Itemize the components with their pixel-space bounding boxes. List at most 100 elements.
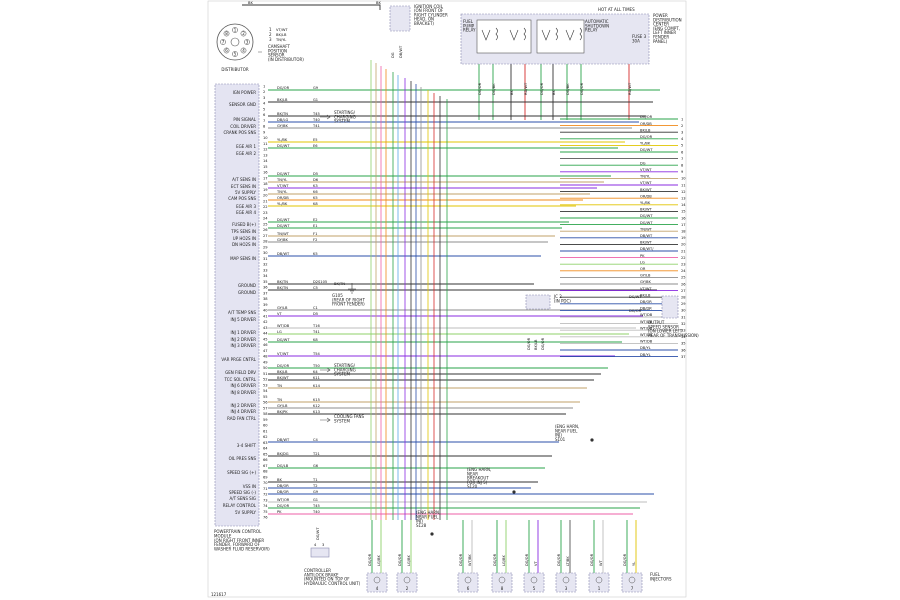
fuel-pump-relay-label: RELAY	[463, 28, 476, 33]
output-speed-sensor	[661, 295, 679, 319]
bus-number: 14	[681, 203, 686, 207]
bus-number: 12	[681, 190, 686, 194]
fuel-injector	[523, 572, 545, 593]
pcm-wire-code: BK/PK	[277, 410, 288, 414]
jc2-connector	[525, 294, 551, 310]
pcm-splice-code: K14	[313, 384, 321, 388]
cam-wire-code: BK/LB	[276, 33, 287, 37]
pcm-function-label: INJ 3 DRIVER	[230, 343, 256, 348]
pcm-pin-number: 27	[263, 234, 268, 238]
pcm-wire-code: DG/WT	[277, 338, 290, 342]
bus-wire-code: OR	[640, 267, 646, 271]
ignition-coil-label: IGNITION COIL	[414, 4, 444, 9]
pcm-function-label: A/T SENS SIG	[230, 496, 257, 501]
bus-number: 16	[681, 216, 686, 220]
pcm-pin-number: 43	[263, 326, 268, 330]
pcm-pin-number: 6	[263, 113, 266, 117]
pcm-pin-number: 10	[263, 136, 268, 140]
ignition-coil-label: BRACKET)	[414, 21, 434, 26]
pcm-pin-number: 45	[263, 337, 268, 341]
pcm-splice-code: C1	[313, 306, 318, 310]
pcm-pin-number: 37	[263, 291, 268, 295]
injector-number: 7	[631, 586, 634, 591]
pcm-function-label: CAM POS SNS	[228, 196, 256, 201]
coil-wire-code: DB/WT	[399, 45, 403, 58]
pcm-pin-number: 22	[263, 205, 268, 209]
jc2-wire-code: BK/LB	[534, 339, 538, 350]
injector-wire-code: DG/OR	[590, 553, 594, 566]
pcm-wire-code: DG/WT	[277, 144, 290, 148]
bus-number: 7	[681, 157, 683, 161]
pcm-pin-number: 8	[263, 125, 266, 129]
bus-wire-code: VT/WT	[640, 181, 652, 185]
pcm-pin-number: 24	[263, 217, 268, 221]
bus-wire-code: BK/WT	[640, 241, 653, 245]
jc2-label: JC 2	[553, 294, 562, 299]
pcm-function-label: A/T TEMP SNS	[228, 310, 256, 315]
bus-number: 27	[681, 289, 686, 293]
pcm-function-label: IGN POWER	[233, 90, 257, 95]
pcm-pin-number: 56	[263, 401, 268, 405]
pcm-splice-code: T40	[312, 118, 320, 122]
bus-number: 31	[681, 315, 686, 319]
pcm-splice-code: G1	[313, 498, 318, 502]
bus-wire-code: YL/BK	[640, 142, 651, 146]
distributor-terminal	[223, 30, 230, 37]
splice-dot	[590, 438, 594, 442]
pcm-wire-code: DG/WT	[277, 218, 290, 222]
fuel-injector	[366, 572, 388, 593]
bus-wire-code: OR/DB	[640, 122, 652, 126]
pcm-pin-number: 41	[263, 314, 268, 318]
pcm-pin-number: 75	[263, 510, 268, 514]
pdc-label: PANEL)	[653, 39, 668, 44]
bus-wire-code: DG/WT	[640, 221, 653, 225]
bus-wire-code: VT/WT	[640, 287, 652, 291]
pcm-function-label: INJ 5 DRIVER	[230, 317, 256, 322]
bus-wire-code: TN/WT	[639, 227, 653, 231]
pcm-pin-number: 16	[263, 171, 268, 175]
pcm-splice-code: K15	[313, 398, 320, 402]
relay-contact-symbol	[509, 29, 519, 41]
pcm-function-label: FUSED B(+)	[232, 222, 256, 227]
pcm-function-label: INJ 8 DRIVER	[230, 390, 256, 395]
oss-wire-code: DG/OR	[629, 309, 642, 313]
pcm-wire-code: TN	[276, 384, 282, 388]
cab-wire-code: DG/WT	[316, 527, 320, 540]
ground-symbol	[348, 283, 356, 294]
injector-symbol	[562, 576, 570, 584]
pcm-pin-number: 30	[263, 251, 268, 255]
pcm-pin-number: 13	[263, 153, 268, 157]
bus-number: 4	[681, 137, 684, 141]
splice-dot	[430, 532, 434, 536]
pdc-label: FENDER	[653, 35, 669, 40]
relay-coil-symbol	[579, 27, 582, 41]
s101-label: S101	[555, 437, 566, 442]
pcm-splice-code: F2	[313, 238, 317, 242]
pcm-pin-number: 67	[263, 464, 268, 468]
pcm-pin-number: 9	[263, 130, 266, 134]
distributor-terminal	[220, 39, 226, 45]
pcm-function-label: EGE AIR 2	[236, 151, 256, 156]
pcm-pin-number: 35	[263, 280, 268, 284]
s120-label: BREAKOUT	[467, 476, 489, 481]
arrow-cooling	[320, 417, 331, 423]
bus-wire-code: DB/OR	[640, 307, 652, 311]
pcm-pin-number: 46	[263, 343, 268, 347]
component-group	[214, 5, 679, 593]
relay-wire-code: DG/OR	[540, 82, 544, 95]
pcm-wire-code: BK/LB	[277, 370, 288, 374]
pcm-function-label: SENSOR GND	[229, 102, 256, 107]
pcm-splice-code: D5	[313, 312, 318, 316]
pcm-function-label: CRANK POS SNS	[224, 130, 257, 135]
pcm-pin-number: 57	[263, 406, 268, 410]
pcm-pin-number: 5	[263, 107, 265, 111]
pcm-function-label: EGE AIR 1	[236, 144, 256, 149]
pcm-wire-code: OR/DB	[277, 196, 289, 200]
bus-number: 8	[681, 164, 684, 168]
pcm-pin-number: 4	[263, 102, 266, 106]
pcm-splice-code: T21	[312, 452, 320, 456]
injector-wire-code: DG/OR	[557, 553, 561, 566]
pcm-pin-number: 23	[263, 211, 268, 215]
pcm-splice-code: T45	[312, 112, 320, 116]
